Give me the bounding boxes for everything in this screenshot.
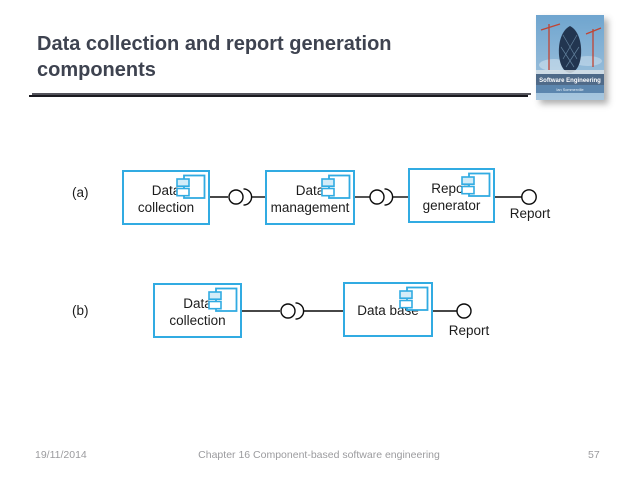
building-lattice xyxy=(560,34,580,68)
component-label: Data collection xyxy=(137,183,195,215)
page-title: Data collection and report generation co… xyxy=(37,33,392,81)
ball-icon xyxy=(456,303,472,319)
component-box-data-collection-b: Data collection xyxy=(153,283,242,338)
footer-page-number: 57 xyxy=(588,449,600,461)
title-band xyxy=(536,74,604,85)
ball-icon xyxy=(228,189,244,205)
uml-component-icon xyxy=(321,174,351,199)
socket-icon xyxy=(243,188,253,206)
row-a-label: (a) xyxy=(72,185,89,200)
uml-component-icon xyxy=(176,174,206,199)
footer-chapter: Chapter 16 Component-based software engi… xyxy=(198,449,440,461)
component-label: Data collection xyxy=(169,296,226,328)
uml-component-icon xyxy=(461,172,491,197)
book-author: Ian Sommerville xyxy=(556,88,583,92)
title-underline-shadow xyxy=(29,95,528,97)
crane-icon xyxy=(540,23,602,70)
socket-icon xyxy=(295,302,305,320)
component-box-data-management: Data management xyxy=(265,170,355,225)
title-underline xyxy=(32,93,531,95)
uml-component-icon xyxy=(399,286,429,311)
component-label: Data management xyxy=(270,183,350,215)
component-box-report-generator: Report generator xyxy=(408,168,495,223)
cloud xyxy=(574,56,602,66)
uml-component-icon xyxy=(208,287,238,312)
book-cover-image: Software Engineering Ian Sommerville xyxy=(536,15,604,100)
socket-icon xyxy=(384,188,394,206)
component-box-data-collection-a: Data collection xyxy=(122,170,210,225)
connector-row-b xyxy=(242,302,472,320)
component-box-data-base: Data base xyxy=(343,282,433,337)
ball-icon xyxy=(521,189,537,205)
book-title: Software Engineering xyxy=(539,78,601,84)
author-band xyxy=(536,85,604,93)
report-label-a: Report xyxy=(509,206,551,221)
report-label-b: Report xyxy=(448,323,490,338)
ball-icon xyxy=(280,303,296,319)
row-b-label: (b) xyxy=(72,303,89,318)
city-strip xyxy=(536,70,604,74)
ball-icon xyxy=(369,189,385,205)
footer-date: 19/11/2014 xyxy=(35,449,87,461)
connector-row-a xyxy=(210,188,537,206)
